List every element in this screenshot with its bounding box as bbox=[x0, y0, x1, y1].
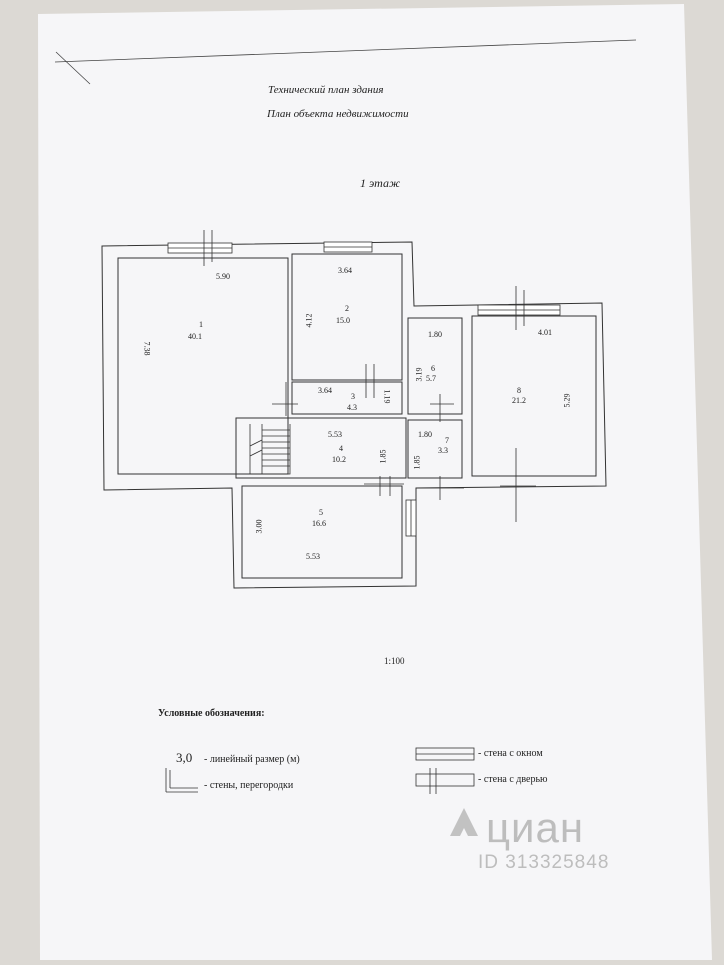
room-8-number: 8 bbox=[517, 386, 521, 395]
dim-r4-top: 5.53 bbox=[328, 430, 342, 439]
dim-r3-side: 1.19 bbox=[382, 389, 392, 404]
room-7-area: 3.3 bbox=[438, 446, 448, 455]
document-title: Технический план здания bbox=[268, 84, 384, 96]
cian-logo-icon bbox=[450, 808, 478, 836]
room-8-area: 21.2 bbox=[512, 396, 526, 405]
dim-r7-side: 1.85 bbox=[412, 455, 422, 470]
document-subtitle: План объекта недвижимости bbox=[267, 108, 409, 120]
dim-r6-top: 1.80 bbox=[428, 330, 442, 339]
dim-r3-top: 3.64 bbox=[318, 386, 332, 395]
legend-dim-label: - линейный размер (м) bbox=[204, 754, 300, 765]
room-4-area: 10.2 bbox=[332, 455, 346, 464]
dim-r2-side: 4.12 bbox=[304, 313, 314, 328]
windows bbox=[167, 241, 561, 537]
dim-r5-side: 3.00 bbox=[254, 519, 264, 534]
room-5-number: 5 bbox=[319, 508, 323, 517]
legend-heading: Условные обозначения: bbox=[158, 708, 265, 719]
room-7 bbox=[407, 419, 463, 479]
paper bbox=[38, 4, 712, 960]
room-4-number: 4 bbox=[339, 444, 343, 453]
room-6-area: 5.7 bbox=[426, 374, 436, 383]
room-4 bbox=[235, 417, 407, 479]
room-2-area: 15.0 bbox=[336, 316, 350, 325]
room-2 bbox=[291, 253, 403, 381]
room-3-area: 4.3 bbox=[347, 403, 357, 412]
floor-label: 1 этаж bbox=[360, 176, 401, 190]
dim-r6-side: 3.19 bbox=[414, 367, 424, 382]
dim-r7-top: 1.80 bbox=[418, 430, 432, 439]
watermark-brand: циан bbox=[486, 804, 585, 851]
room-7-number: 7 bbox=[445, 436, 449, 445]
scale-label: 1:100 bbox=[384, 656, 405, 666]
room-3-number: 3 bbox=[351, 392, 355, 401]
room-8 bbox=[471, 315, 597, 477]
watermark-id: ID 313325848 bbox=[478, 852, 610, 873]
room-5 bbox=[241, 485, 403, 579]
legend-symbols bbox=[165, 747, 475, 794]
dim-r1-side: 7.38 bbox=[142, 341, 152, 356]
room-1-area: 40.1 bbox=[188, 332, 202, 341]
dim-r2-top: 3.64 bbox=[338, 266, 352, 275]
room-1-number: 1 bbox=[199, 320, 203, 329]
dim-r1-top: 5.90 bbox=[216, 272, 230, 281]
dim-r8-top: 4.01 bbox=[538, 328, 552, 337]
room-5-area: 16.6 bbox=[312, 519, 326, 528]
header-rule bbox=[54, 39, 637, 63]
header-tick bbox=[55, 51, 91, 85]
legend-window-label: - стена с окном bbox=[478, 748, 543, 759]
room-2-number: 2 bbox=[345, 304, 349, 313]
room-1 bbox=[117, 257, 289, 475]
doors bbox=[203, 230, 536, 522]
dim-r5-bottom: 5.53 bbox=[306, 552, 320, 561]
room-6 bbox=[407, 317, 463, 415]
room-6-number: 6 bbox=[431, 364, 435, 373]
staircase bbox=[249, 424, 291, 475]
room-3 bbox=[291, 381, 403, 415]
dim-r8-side: 5.29 bbox=[562, 393, 572, 408]
legend-dim-sample: 3,0 bbox=[176, 750, 193, 765]
dim-r4-side: 1.85 bbox=[378, 449, 388, 464]
legend-door-label: - стена с дверью bbox=[478, 774, 548, 785]
legend-walls-label: - стены, перегородки bbox=[204, 780, 294, 791]
